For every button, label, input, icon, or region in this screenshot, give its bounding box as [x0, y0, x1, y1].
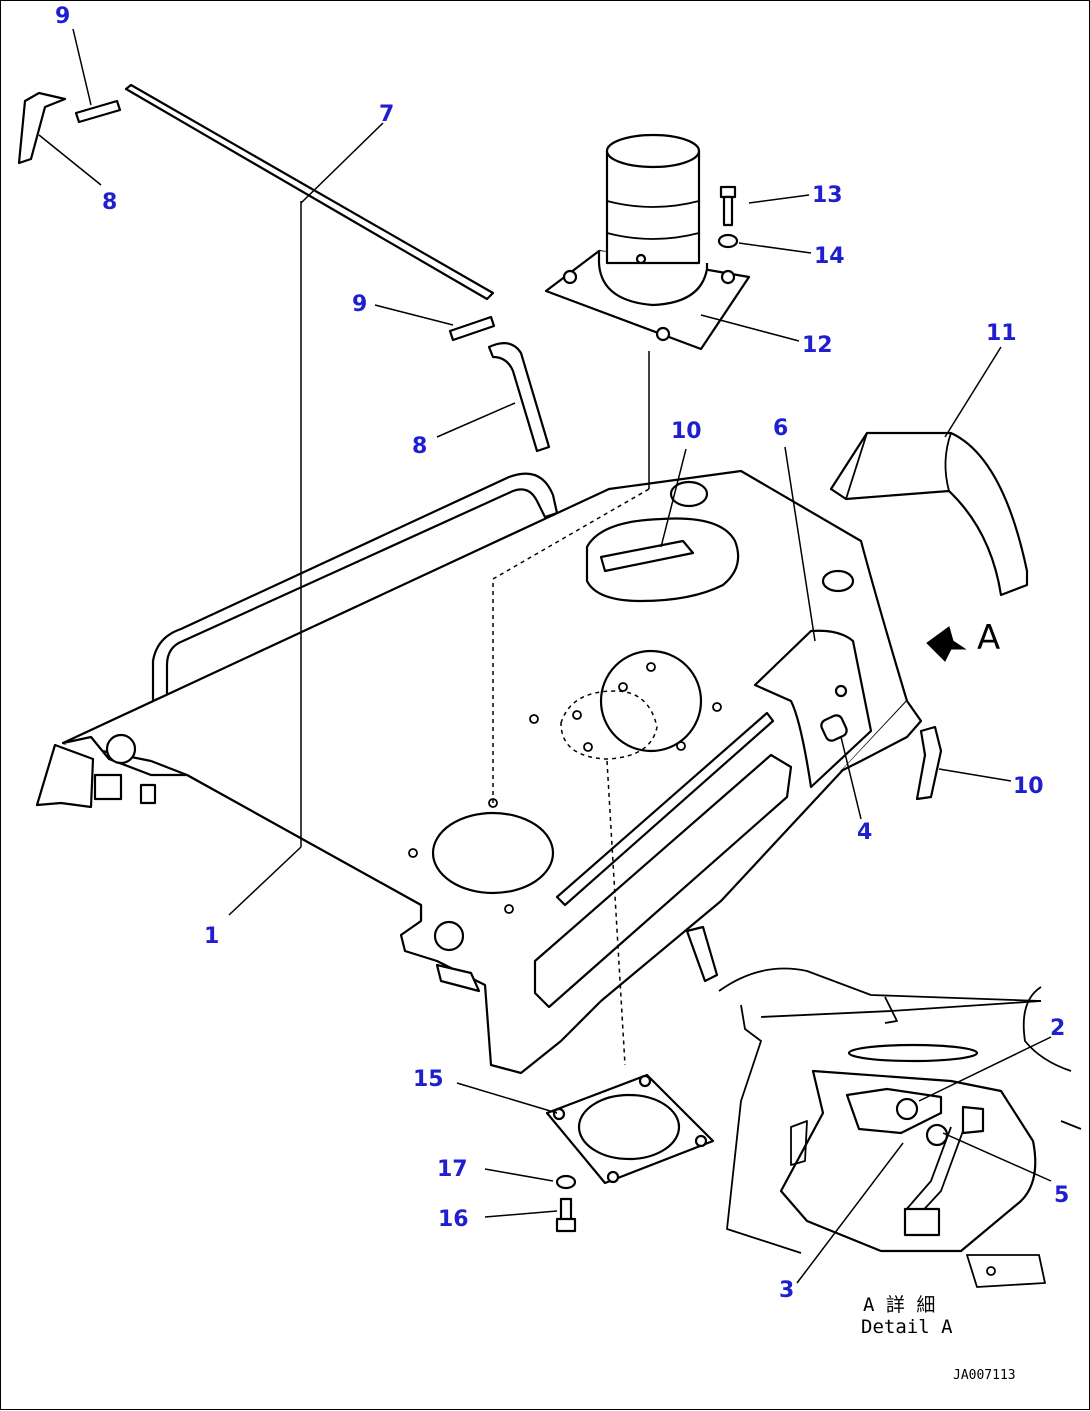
detail-a-inset	[718, 967, 1082, 1288]
part-7-seal-strip	[124, 83, 495, 301]
part-6-bracket-plate	[753, 629, 873, 789]
part-10-seal-right	[915, 725, 943, 801]
callouts: 9 8 7 9 8 13 14 12 11 10 6 10 4 1 2 5 3 …	[55, 4, 1069, 1303]
part-4-grommet	[820, 684, 848, 742]
callout-3: 3	[779, 1278, 794, 1303]
part-16-bolt	[555, 1197, 577, 1233]
part-1-floor-frame	[35, 469, 923, 1075]
callout-10: 10	[671, 419, 702, 444]
part-8-seal-right	[487, 342, 551, 453]
callout-8: 8	[102, 190, 117, 215]
part-13-bolt	[719, 185, 737, 227]
part-9-pad-right	[448, 315, 496, 342]
detail-caption-en: Detail A	[861, 1316, 953, 1338]
callout-11: 11	[986, 321, 1017, 346]
callout-1: 1	[204, 924, 219, 949]
callout-9: 9	[352, 292, 367, 317]
part-14-washer	[717, 233, 739, 249]
callout-8: 8	[412, 434, 427, 459]
callout-17: 17	[437, 1157, 468, 1182]
part-8-seal-left	[17, 91, 67, 165]
detail-caption-jp: A 詳 細	[863, 1294, 935, 1316]
callout-10: 10	[1013, 774, 1044, 799]
callout-13: 13	[812, 183, 843, 208]
leader-lines	[38, 28, 1052, 1284]
part-12-exhaust-pipe	[544, 133, 751, 351]
callout-6: 6	[773, 416, 788, 441]
callout-2: 2	[1050, 1016, 1065, 1041]
part-15-gasket	[545, 1073, 715, 1185]
part-17-washer	[555, 1174, 577, 1190]
callout-14: 14	[814, 244, 845, 269]
callout-7: 7	[379, 102, 394, 127]
drawing-id: JA007113	[953, 1368, 1016, 1383]
callout-15: 15	[413, 1067, 444, 1092]
callout-12: 12	[802, 333, 833, 358]
view-arrow-a: A	[926, 618, 1000, 662]
callout-5: 5	[1054, 1183, 1069, 1208]
callout-9: 9	[55, 4, 70, 29]
callout-16: 16	[438, 1207, 469, 1232]
part-11-cover	[829, 431, 1029, 597]
part-9-pad-left	[74, 99, 122, 124]
callout-4: 4	[857, 820, 872, 845]
view-arrow-label: A	[977, 618, 1000, 658]
